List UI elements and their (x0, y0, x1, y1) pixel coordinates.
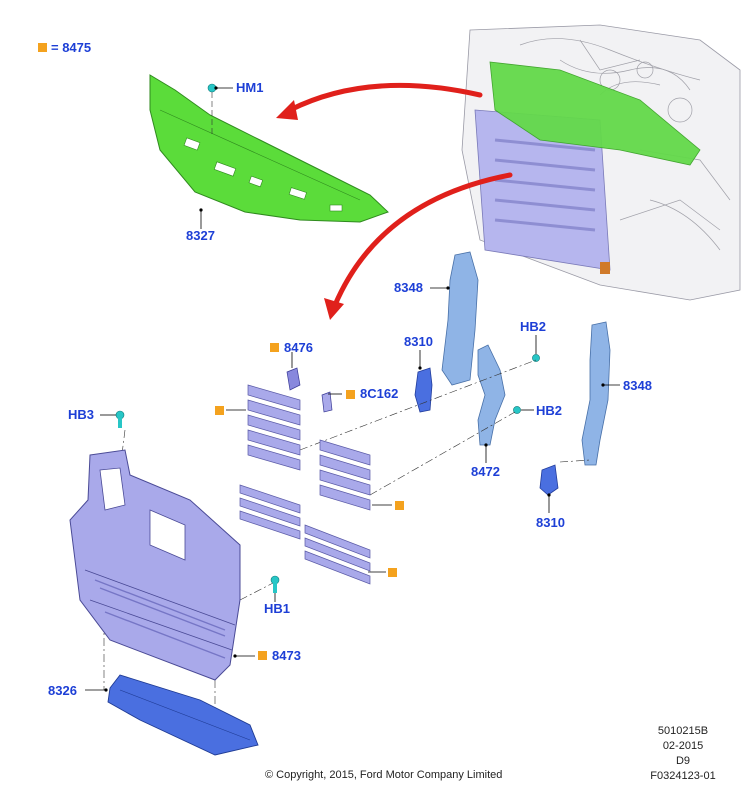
callout-8c162: 8C162 (360, 386, 399, 401)
legend-marker (38, 43, 47, 52)
callout-8326: 8326 (48, 683, 77, 698)
vane-leaders (226, 409, 392, 573)
callout-8310-top: 8310 (404, 334, 433, 349)
engine-bay-inset (461, 24, 741, 301)
footer-code2: D9 (675, 755, 691, 767)
air-deflector-8348-lower (581, 321, 620, 466)
callout-8473: 8473 (272, 648, 301, 663)
fastener-hb2-lower (513, 406, 534, 414)
callout-8327: 8327 (186, 228, 215, 243)
actuator-8476 (286, 352, 301, 391)
fastener-hb2-upper (532, 335, 540, 362)
marker-8476 (270, 343, 279, 352)
callout-8476: 8476 (284, 340, 313, 355)
footer-figure: F0324123-01 (650, 770, 716, 782)
lower-air-deflector-8326 (85, 674, 259, 756)
shutter-upper-left (247, 384, 301, 471)
fastener-hm1 (207, 83, 233, 135)
shutter-lower-right (304, 524, 371, 585)
shutter-vanes (239, 384, 371, 585)
callout-hb2-mid: HB2 (536, 403, 563, 418)
callout-hb3: HB3 (68, 407, 95, 422)
red-arrows (287, 82, 513, 308)
shutter-upper-right (319, 439, 371, 511)
marker-8c162 (346, 390, 355, 399)
callout-hb2-top: HB2 (520, 319, 547, 334)
fastener-hb1 (270, 575, 280, 602)
callout-hm1: HM1 (236, 80, 264, 95)
shutter-lower-left (239, 484, 301, 540)
legend-text: = 8475 (51, 40, 92, 55)
footer-date: 02-2015 (662, 740, 704, 752)
callout-8472: 8472 (471, 464, 500, 479)
footer-copyright: © Copyright, 2015, Ford Motor Company Li… (265, 769, 503, 781)
bracket-8c162 (321, 391, 342, 413)
footer-code1: 5010215B (657, 725, 709, 737)
air-deflector-8348-upper (430, 251, 479, 386)
radiator-air-shield-8473 (69, 449, 255, 681)
radiator-sight-shield-8327 (149, 74, 389, 223)
air-deflector-8472 (477, 344, 506, 463)
callout-hb1: HB1 (264, 601, 291, 616)
callout-8348-right: 8348 (623, 378, 652, 393)
marker-vane-upper-right (395, 501, 404, 510)
callout-8348-top: 8348 (394, 280, 423, 295)
bracket-8310-upper (414, 350, 433, 413)
bracket-8310-lower (539, 464, 559, 513)
marker-8473 (258, 651, 267, 660)
callout-8310-bottom: 8310 (536, 515, 565, 530)
legend: = 8475 (38, 40, 91, 55)
marker-vane-lower (388, 568, 397, 577)
marker-vane-upper-left (215, 406, 224, 415)
fastener-hb3 (100, 410, 125, 428)
